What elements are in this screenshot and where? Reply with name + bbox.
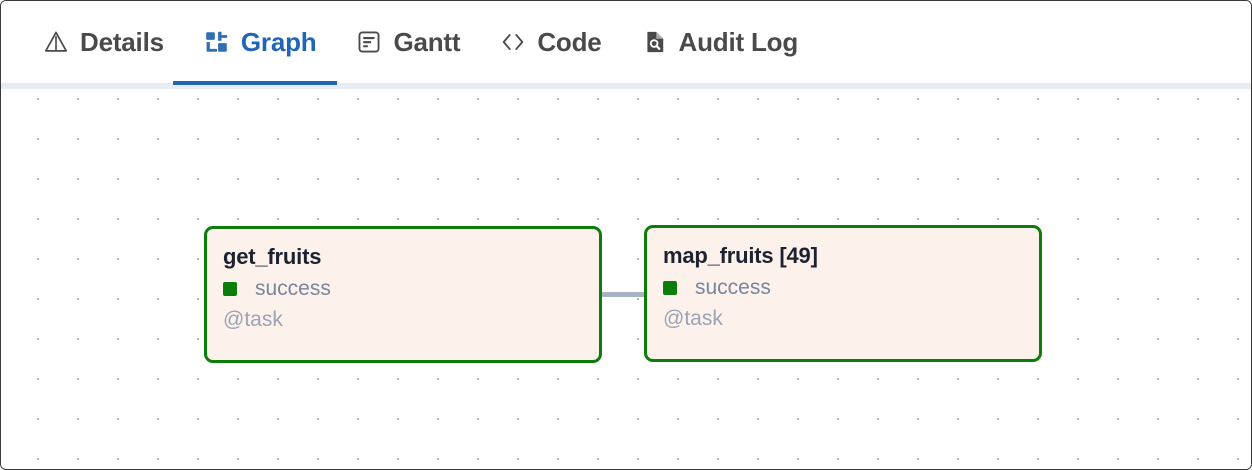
graph-edge-get-fruits-to-map-fruits: [602, 292, 646, 297]
graph-node-map-fruits[interactable]: map_fruits [49] success @task: [644, 225, 1042, 362]
active-tab-indicator: [173, 81, 337, 85]
document-search-icon: [642, 29, 668, 55]
node-status-label: success: [695, 276, 771, 299]
account-tree-icon: [204, 29, 230, 55]
tab-graph-label: Graph: [240, 26, 317, 57]
graph-canvas[interactable]: get_fruits success @task map_fruits [49]…: [1, 89, 1251, 469]
tab-gantt[interactable]: Gantt: [336, 1, 480, 83]
node-type-label: @task: [223, 308, 283, 331]
tab-code-label: Code: [537, 26, 602, 57]
node-type-label: @task: [663, 307, 723, 330]
triangle-details-icon: [43, 29, 69, 55]
view-tab-bar: Details Graph: [1, 1, 1251, 89]
graph-node-get-fruits[interactable]: get_fruits success @task: [204, 226, 602, 363]
angle-brackets-icon: [500, 29, 526, 55]
status-swatch-success: [223, 282, 237, 296]
tab-graph[interactable]: Graph: [184, 1, 337, 83]
tab-details-label: Details: [80, 26, 164, 57]
tab-code[interactable]: Code: [480, 1, 621, 83]
node-title: map_fruits [49]: [663, 243, 818, 268]
gantt-chart-icon: [356, 29, 382, 55]
node-status-row: success: [663, 276, 1023, 300]
tab-details[interactable]: Details: [23, 1, 184, 83]
status-swatch-success: [663, 281, 677, 295]
tabbar-divider: [1, 83, 1251, 89]
node-title: get_fruits: [223, 244, 322, 269]
node-status-label: success: [255, 277, 331, 300]
tab-gantt-label: Gantt: [393, 26, 461, 57]
tab-audit-log[interactable]: Audit Log: [622, 1, 819, 83]
node-status-row: success: [223, 277, 583, 301]
tab-audit-log-label: Audit Log: [678, 26, 799, 57]
